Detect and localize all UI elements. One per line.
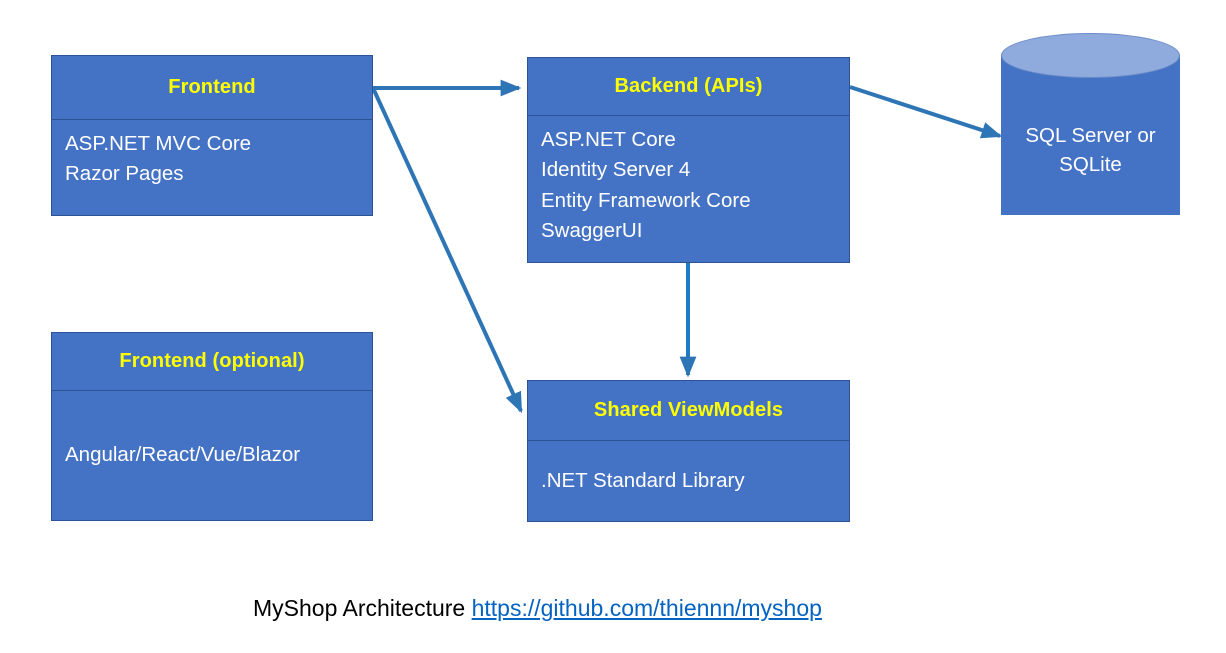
caption-text: MyShop Architecture xyxy=(253,595,472,621)
node-shared-viewmodels[interactable]: Shared ViewModels .NET Standard Library xyxy=(527,380,850,522)
node-frontend-title: Frontend xyxy=(52,56,372,120)
node-backend[interactable]: Backend (APIs) ASP.NET Core Identity Ser… xyxy=(527,57,850,263)
cylinder-bottom-ellipse xyxy=(1001,169,1180,215)
arrow-frontend-to-shared-viewmodels xyxy=(371,87,523,414)
node-shared-viewmodels-title: Shared ViewModels xyxy=(528,381,849,441)
node-backend-title: Backend (APIs) xyxy=(528,58,849,116)
arrow-backend-to-database xyxy=(849,85,1003,139)
node-database-label: SQL Server or SQLite xyxy=(1025,124,1156,177)
node-backend-body: ASP.NET Core Identity Server 4 Entity Fr… xyxy=(541,128,751,242)
node-frontend-optional-title: Frontend (optional) xyxy=(52,333,372,391)
node-frontend-optional-body: Angular/React/Vue/Blazor xyxy=(65,443,301,467)
cylinder-top-ellipse xyxy=(1001,33,1180,78)
caption: MyShop Architecture https://github.com/t… xyxy=(253,595,822,622)
node-frontend-optional[interactable]: Frontend (optional) Angular/React/Vue/Bl… xyxy=(51,332,373,521)
github-repo-link[interactable]: https://github.com/thiennn/myshop xyxy=(471,595,822,621)
node-database[interactable]: SQL Server or SQLite xyxy=(1001,33,1180,229)
node-shared-viewmodels-body: .NET Standard Library xyxy=(541,468,745,492)
node-frontend[interactable]: Frontend ASP.NET MVC Core Razor Pages xyxy=(51,55,373,216)
node-frontend-body: ASP.NET MVC Core Razor Pages xyxy=(65,132,252,186)
